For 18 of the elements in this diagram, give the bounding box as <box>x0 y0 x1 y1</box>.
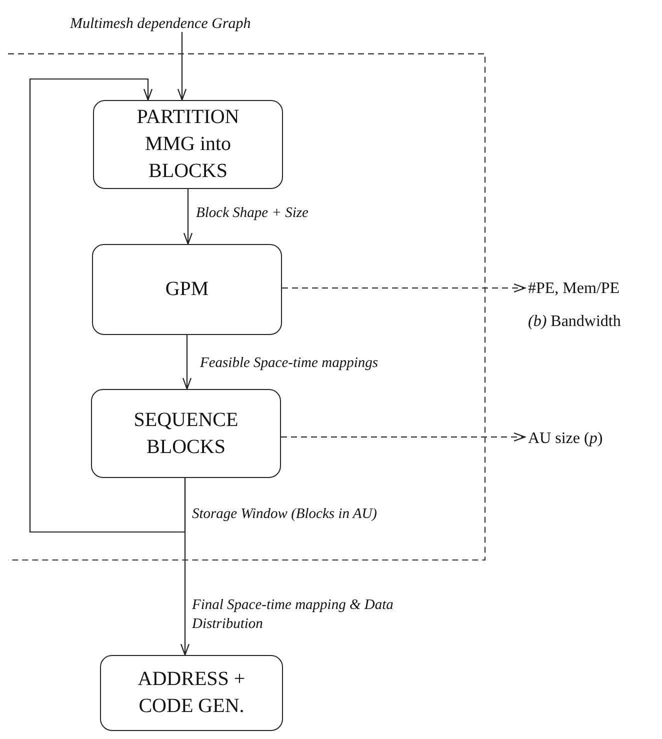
edge-label: Storage Window (Blocks in AU) <box>190 505 379 524</box>
process-box: ADDRESS + CODE GEN. <box>100 655 283 731</box>
arrow <box>182 335 192 390</box>
parameter-label: #PE, Mem/PE (b) Bandwidth <box>528 279 622 332</box>
arrow <box>29 78 186 533</box>
process-box: PARTITION MMG into BLOCKS <box>93 100 283 189</box>
process-box: GPM <box>92 244 282 335</box>
process-box: SEQUENCE BLOCKS <box>91 389 281 478</box>
dashed-arrow <box>282 283 526 293</box>
parameter-label: AU size (p) <box>528 429 604 449</box>
input-label: Multimesh dependence Graph <box>70 15 252 34</box>
edge-label: Feasible Space-time mappings <box>198 354 380 373</box>
arrow <box>177 32 187 101</box>
arrow <box>180 478 190 656</box>
dashed-arrow <box>281 432 526 442</box>
dashed-boundary <box>8 53 486 561</box>
arrow <box>183 189 193 245</box>
edge-label: Block Shape + Size <box>194 204 310 223</box>
